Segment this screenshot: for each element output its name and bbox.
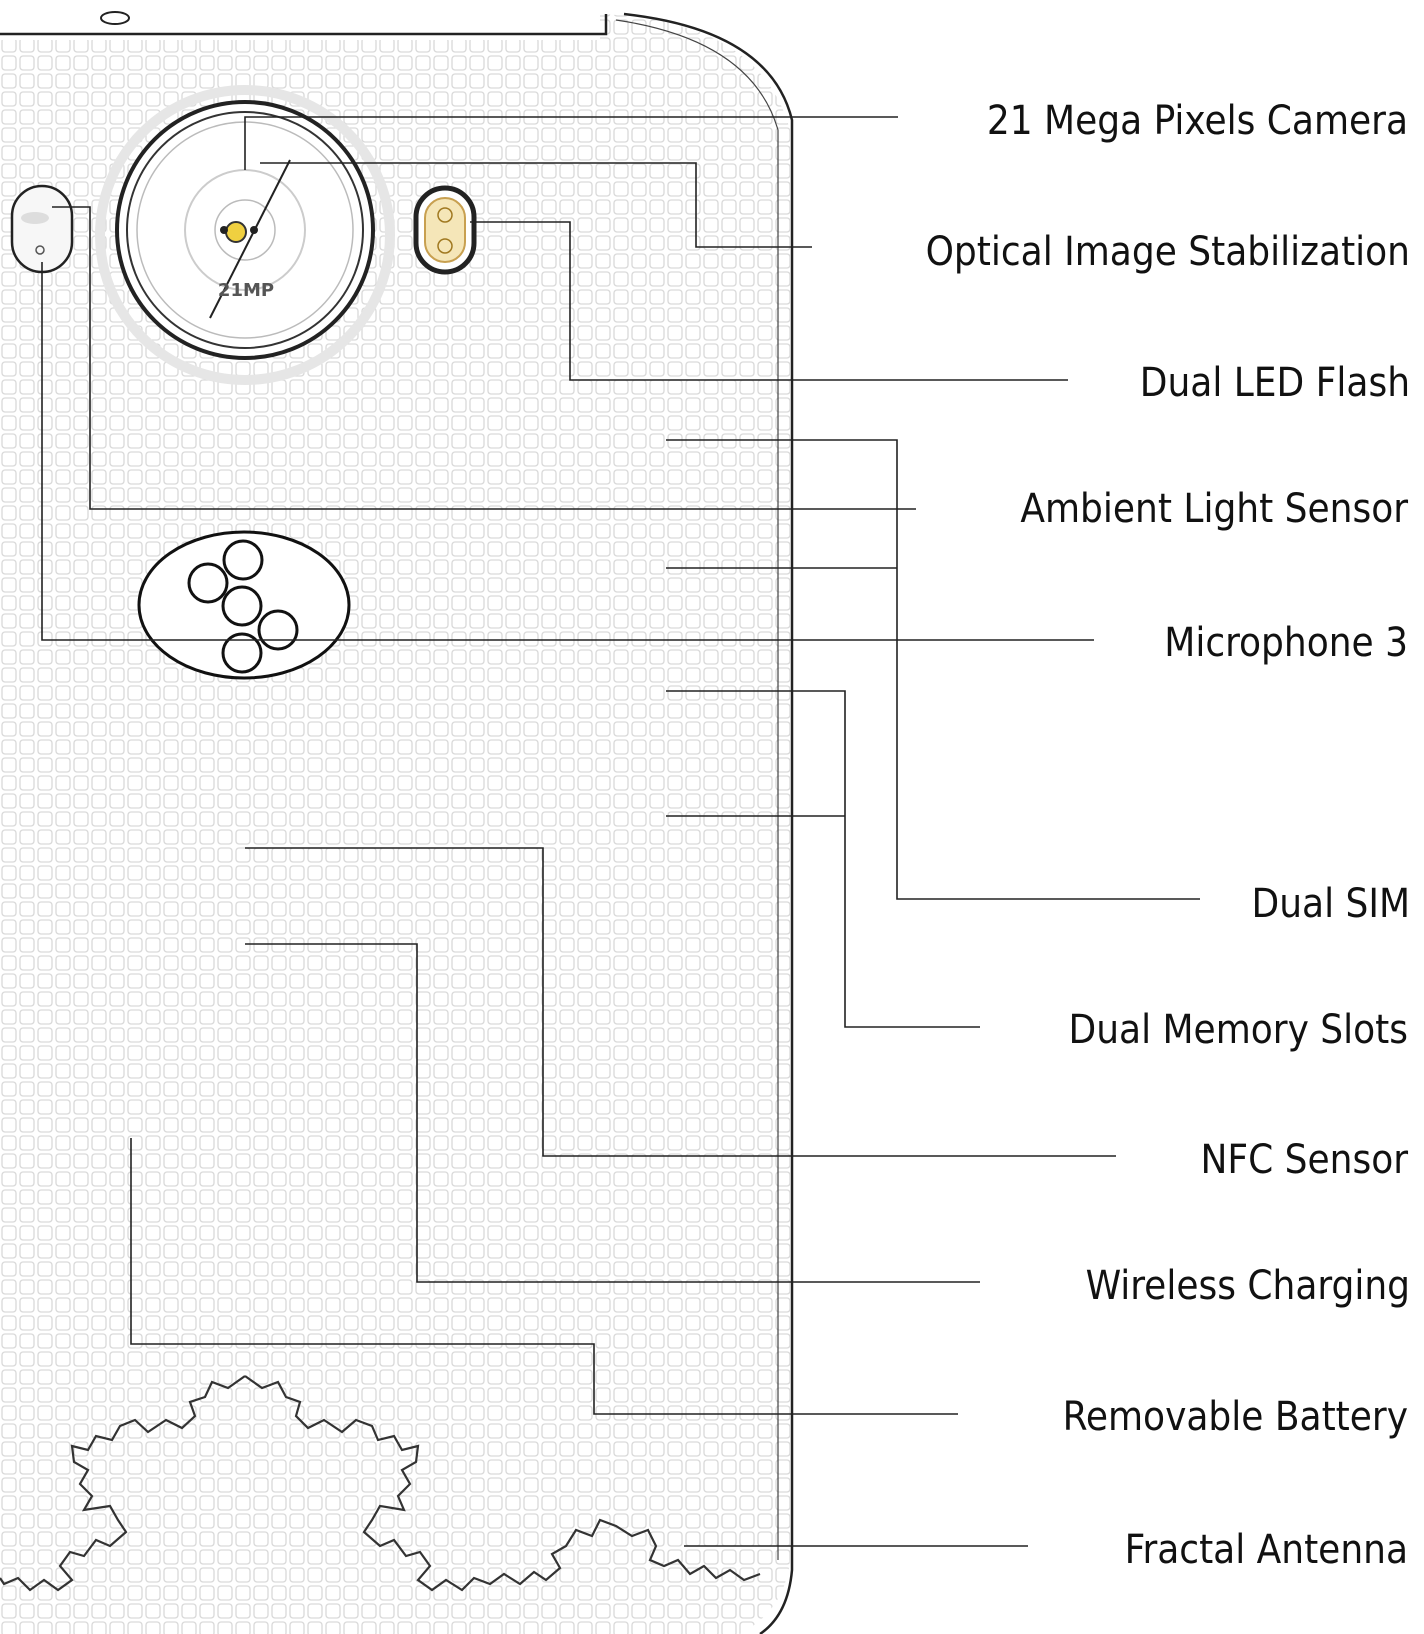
label-antenna: Fractal Antenna: [1125, 1527, 1408, 1573]
leader-ambient: [52, 206, 916, 510]
dual-led-flash-icon: [413, 185, 477, 275]
leader-lines: [41, 116, 1200, 1547]
label-mic: Microphone 3: [1164, 620, 1408, 666]
leader-memory-a: [666, 690, 980, 1028]
label-ambient: Ambient Light Sensor: [1020, 486, 1408, 532]
leader-battery: [130, 1138, 958, 1415]
microphone-grille: [137, 530, 351, 680]
label-sim: Dual SIM: [1251, 881, 1410, 927]
label-flash: Dual LED Flash: [1140, 360, 1410, 406]
label-nfc: NFC Sensor: [1200, 1137, 1408, 1183]
phone-body: [0, 11, 794, 1634]
label-memory: Dual Memory Slots: [1069, 1007, 1409, 1053]
label-ois: Optical Image Stabilization: [926, 229, 1410, 275]
leader-wireless: [245, 943, 980, 1283]
fractal-antenna-pattern: [0, 1375, 761, 1592]
camera-lens-icon: [225, 221, 247, 243]
leader-sim-a: [666, 439, 1200, 900]
label-wireless: Wireless Charging: [1086, 1263, 1410, 1309]
leader-mic: [41, 262, 1094, 641]
label-battery: Removable Battery: [1063, 1394, 1408, 1440]
leader-camera: [244, 116, 898, 170]
top-mic-hole: [100, 11, 130, 25]
label-camera: 21 Mega Pixels Camera: [987, 98, 1408, 144]
feature-labels: 21 Mega Pixels Camera Optical Image Stab…: [926, 98, 1410, 1573]
ambient-light-sensor: [10, 184, 74, 274]
leader-ois: [260, 162, 812, 248]
leader-flash: [470, 221, 1068, 381]
leader-nfc: [245, 847, 1116, 1157]
camera-badge: 21MP: [218, 280, 274, 301]
